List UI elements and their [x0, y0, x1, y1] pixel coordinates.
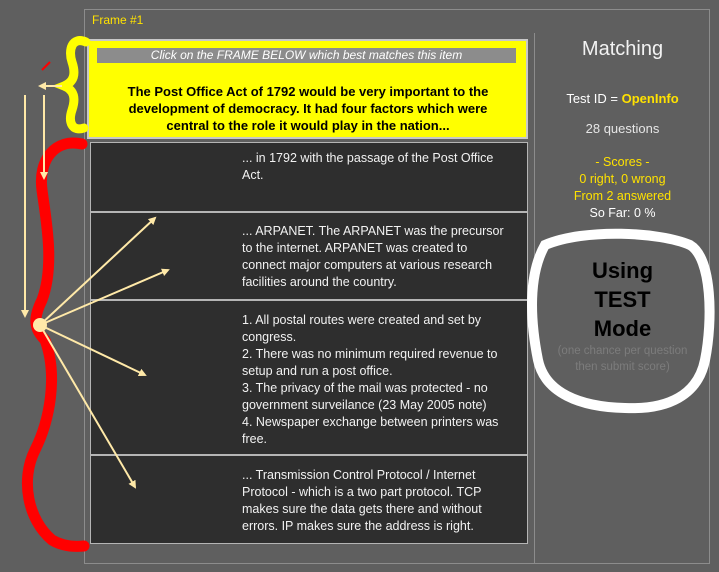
- option-text: ... ARPANET. The ARPANET was the precurs…: [242, 224, 504, 289]
- option-frame-4[interactable]: ... Transmission Control Protocol / Inte…: [90, 455, 528, 544]
- option-text: 1. All postal routes were created and se…: [242, 313, 499, 446]
- score-panel: Matching Test ID = OpenInfo 28 questions…: [534, 33, 710, 564]
- test-id-value: OpenInfo: [621, 91, 679, 106]
- option-frame-3[interactable]: 1. All postal routes were created and se…: [90, 300, 528, 455]
- question-box: Click on the FRAME BELOW which best matc…: [87, 39, 528, 139]
- question-text: The Post Office Act of 1792 would be ver…: [127, 84, 489, 133]
- scores-heading: - Scores -: [595, 155, 650, 169]
- arrow-origin-dot: [33, 318, 47, 332]
- question-instruction: Click on the FRAME BELOW which best matc…: [97, 48, 516, 63]
- yellow-brace-annotation: [51, 36, 91, 134]
- red-brace-annotation: [21, 137, 90, 552]
- panel-title: Matching: [581, 38, 664, 60]
- test-mode-label: Using TEST Mode: [591, 258, 654, 341]
- red-tick-annotation: [41, 61, 51, 71]
- option-frame-2[interactable]: ... ARPANET. The ARPANET was the precurs…: [90, 212, 528, 300]
- test-id: Test ID = OpenInfo: [566, 91, 679, 106]
- question-count: 28 questions: [585, 121, 660, 136]
- option-text: ... Transmission Control Protocol / Inte…: [242, 468, 482, 533]
- frame-label: Frame #1: [92, 13, 144, 27]
- so-far-line: So Far: 0 %: [589, 206, 656, 220]
- option-frame-1[interactable]: ... in 1792 with the passage of the Post…: [90, 142, 528, 212]
- option-text: ... in 1792 with the passage of the Post…: [242, 151, 494, 182]
- answered-line: From 2 answered: [573, 189, 672, 203]
- scores-line: 0 right, 0 wrong: [579, 172, 666, 186]
- test-mode-note: (one chance per question then submit sco…: [557, 345, 688, 373]
- scores-block: - Scores - 0 right, 0 wrong From 2 answe…: [535, 154, 710, 222]
